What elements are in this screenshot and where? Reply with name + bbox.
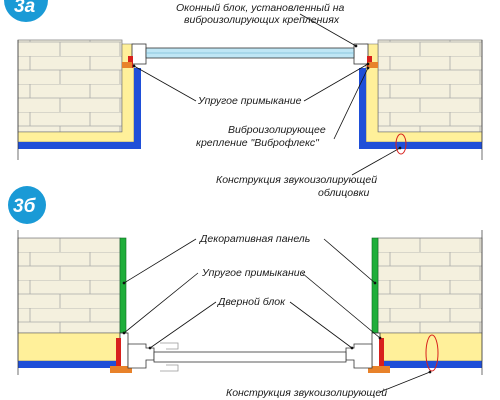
right-insulation-3b (377, 332, 483, 362)
door-profile-right-3b (160, 364, 179, 372)
vibro-mount-right-3a (368, 62, 378, 68)
window-block-3a (122, 43, 378, 68)
diagram-3a: 3а (4, 0, 483, 199)
label-door-block: Дверной блок (217, 296, 286, 308)
label-elastic-joint-3a: Упругое примыкание (197, 95, 302, 107)
leader-door-left (148, 301, 217, 350)
left-red-joint-3b (116, 338, 121, 366)
right-door-jamb-3b (371, 332, 381, 368)
badge-3a-text: 3а (14, 0, 36, 17)
door-profile-left-3b (160, 342, 179, 350)
right-blue-layer-3b (378, 361, 482, 368)
badge-3b-text: 3б (13, 196, 37, 217)
left-insulation-3b (17, 332, 121, 362)
left-vibro-mount-3b (110, 366, 132, 373)
label-cladding-3a-line2: облицовки (318, 187, 370, 199)
leader-decor-left (122, 238, 197, 285)
right-masonry-3b (377, 237, 483, 334)
left-blue-layer-3b (18, 361, 120, 368)
window-frame-left-3a (131, 43, 147, 65)
leader-mount (333, 66, 370, 140)
door-frame-right-3b (345, 343, 373, 369)
left-wall-3a (17, 39, 141, 160)
label-mount-line1: Виброизолирующее (228, 124, 326, 136)
leaders-3a (132, 13, 402, 176)
badge-3b: 3б (8, 186, 46, 224)
leader-window-block (299, 13, 358, 48)
cladding-callout-ring-3b (425, 334, 439, 372)
left-decor-panel-3b (119, 237, 127, 334)
door-block-3b (127, 342, 373, 372)
left-wall-3b (17, 230, 132, 375)
label-window-block-line1: Оконный блок, установленный на (176, 2, 345, 14)
cladding-callout-ring-3a (395, 133, 407, 155)
label-elastic-joint-3b: Упругое примыкание (201, 267, 306, 279)
door-leaf-3b (153, 351, 347, 363)
right-decor-panel-3b (371, 237, 379, 334)
leader-elastic-joint-left (132, 64, 197, 102)
right-vibro-mount-3b (368, 366, 390, 373)
leader-elastic-joint-right (303, 62, 370, 102)
label-decor-panel: Декоративная панель (199, 233, 310, 245)
badge-3a-circle (4, 0, 48, 22)
leader-elastic-right-3b (301, 272, 382, 340)
label-mount-line2: крепление "Виброфлекс" (196, 137, 320, 149)
left-masonry-3a (17, 39, 123, 133)
label-window-block-line2: виброизолирующих креплениях (184, 14, 340, 26)
right-red-joint-3b (379, 338, 384, 366)
leader-door-right (289, 301, 354, 350)
badge-3b-circle (8, 186, 46, 224)
label-cladding-3b-line1: Конструкция звукоизолирующей (226, 387, 387, 399)
leaders-3b (122, 238, 432, 393)
leader-cladding-3b (379, 370, 432, 393)
leader-decor-right (323, 238, 377, 285)
right-wall-3a (359, 39, 483, 160)
left-door-jamb-3b (119, 332, 129, 368)
diagram-3b: 3б (8, 186, 483, 399)
vibro-mount-left-3a (122, 62, 132, 68)
leader-cladding (351, 146, 402, 176)
window-frame-right-3a (353, 43, 369, 65)
right-wall-3b (368, 230, 483, 375)
leader-elastic-left-3b (122, 272, 199, 335)
right-masonry-3a (377, 39, 483, 133)
left-masonry-3b (17, 237, 121, 334)
badge-3a: 3а (4, 0, 48, 22)
label-cladding-3a-line1: Конструкция звукоизолирующей (216, 174, 377, 186)
